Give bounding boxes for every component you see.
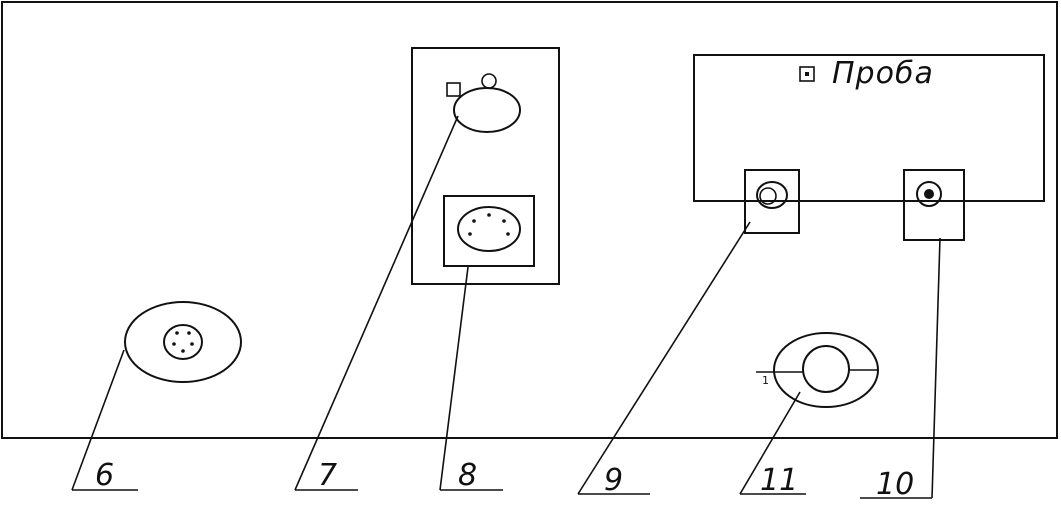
- tick-mark: 1: [762, 374, 769, 387]
- connector-10: [903, 169, 965, 241]
- square-indicator: [446, 82, 461, 97]
- callout-label-7: 7: [318, 458, 337, 493]
- connector-6: [124, 301, 242, 383]
- round-indicator: [481, 73, 497, 89]
- callout-label-6: 6: [95, 458, 114, 493]
- probe-label: Проба: [832, 56, 934, 91]
- callout-label-8: 8: [458, 458, 477, 493]
- callout-label-10: 10: [876, 467, 914, 502]
- callout-label-9: 9: [604, 463, 623, 498]
- control-11: 1: [756, 332, 879, 408]
- connector-8: [443, 195, 535, 267]
- leader-lines: [71, 115, 941, 499]
- probe-box: [693, 54, 1045, 202]
- connector-9: [744, 169, 800, 234]
- callout-label-11: 11: [760, 463, 798, 498]
- center-module-box: [411, 47, 560, 285]
- panel-outline: [1, 1, 1058, 439]
- probe-indicator-square: [799, 66, 815, 82]
- connector-7: [446, 73, 521, 133]
